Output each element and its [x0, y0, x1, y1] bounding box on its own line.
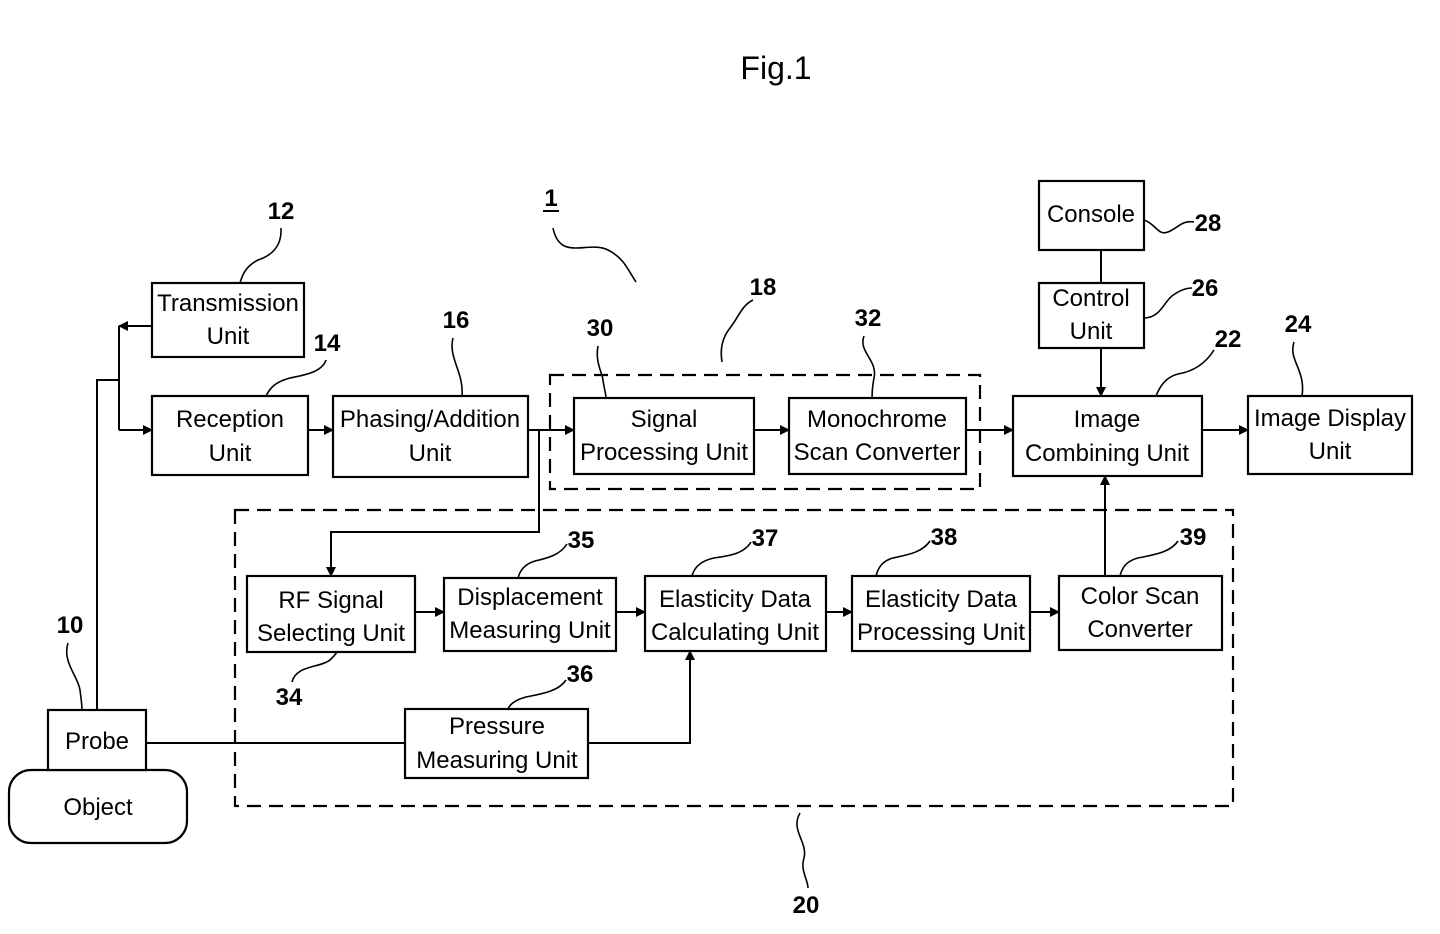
object-block: Object — [9, 770, 187, 843]
svg-text:Unit: Unit — [207, 323, 250, 350]
svg-text:Reception: Reception — [176, 406, 284, 433]
ref-22: 22 — [1156, 326, 1241, 396]
svg-text:Unit: Unit — [1070, 318, 1113, 345]
svg-text:Signal: Signal — [631, 406, 698, 433]
image-display-unit-block: Image Display Unit — [1248, 396, 1412, 474]
svg-text:Measuring Unit: Measuring Unit — [449, 617, 611, 644]
ref-39: 39 — [1120, 524, 1206, 576]
svg-text:Image: Image — [1074, 406, 1141, 433]
elasticity-data-calculating-unit-block: Elasticity Data Calculating Unit — [645, 576, 826, 651]
signal-processing-unit-block: Signal Processing Unit — [574, 398, 754, 474]
figure-title: Fig.1 — [740, 50, 811, 86]
ref-37: 37 — [692, 525, 778, 576]
svg-text:Object: Object — [63, 794, 133, 821]
svg-text:30: 30 — [587, 315, 614, 342]
ref-32: 32 — [855, 305, 882, 398]
svg-text:24: 24 — [1285, 311, 1312, 338]
svg-text:Probe: Probe — [65, 728, 129, 755]
svg-text:35: 35 — [568, 527, 595, 554]
svg-text:28: 28 — [1195, 210, 1222, 237]
image-combining-unit-block: Image Combining Unit — [1013, 396, 1202, 476]
control-unit-block: Control Unit — [1039, 283, 1144, 348]
svg-text:Processing Unit: Processing Unit — [580, 439, 748, 466]
svg-text:Scan Converter: Scan Converter — [794, 439, 961, 466]
ref-26: 26 — [1144, 275, 1218, 318]
probe-to-branch-wire — [97, 380, 119, 710]
svg-text:Measuring Unit: Measuring Unit — [416, 747, 578, 774]
svg-text:37: 37 — [752, 525, 779, 552]
svg-text:39: 39 — [1180, 524, 1207, 551]
svg-text:20: 20 — [793, 892, 820, 919]
ref-35: 35 — [518, 527, 594, 578]
phasing-addition-unit-block: Phasing/Addition Unit — [333, 396, 528, 477]
svg-text:34: 34 — [276, 684, 303, 711]
ref-28: 28 — [1144, 210, 1221, 237]
svg-text:RF Signal: RF Signal — [278, 587, 383, 614]
svg-text:26: 26 — [1192, 275, 1219, 302]
svg-text:Unit: Unit — [409, 440, 452, 467]
displacement-measuring-unit-block: Displacement Measuring Unit — [444, 578, 616, 651]
svg-text:Transmission: Transmission — [157, 290, 299, 317]
pressure-to-calc-arrow — [588, 651, 690, 743]
probe-block: Probe — [48, 710, 146, 770]
svg-text:12: 12 — [268, 198, 295, 225]
monochrome-scan-converter-block: Monochrome Scan Converter — [789, 398, 966, 474]
svg-text:Pressure: Pressure — [449, 713, 545, 740]
transmission-unit-block: Transmission Unit — [152, 283, 304, 357]
ref-38: 38 — [876, 524, 957, 576]
svg-text:38: 38 — [931, 524, 958, 551]
rf-signal-selecting-unit-block: RF Signal Selecting Unit — [247, 576, 415, 652]
svg-text:Elasticity Data: Elasticity Data — [865, 586, 1018, 613]
svg-text:32: 32 — [855, 305, 882, 332]
svg-text:36: 36 — [567, 661, 594, 688]
svg-text:Converter: Converter — [1087, 616, 1192, 643]
svg-text:Selecting Unit: Selecting Unit — [257, 620, 405, 647]
svg-text:14: 14 — [314, 330, 341, 357]
ref-10: 10 — [57, 612, 84, 710]
svg-text:10: 10 — [57, 612, 84, 639]
svg-text:18: 18 — [750, 274, 777, 301]
color-scan-converter-block: Color Scan Converter — [1059, 576, 1222, 650]
ref-number-system: 1 — [544, 185, 557, 212]
ref-18: 18 — [721, 274, 776, 362]
elasticity-data-processing-unit-block: Elasticity Data Processing Unit — [852, 576, 1030, 651]
svg-text:Image Display: Image Display — [1254, 405, 1406, 432]
svg-text:Unit: Unit — [1309, 438, 1352, 465]
pressure-measuring-unit-block: Pressure Measuring Unit — [405, 709, 588, 778]
svg-text:Phasing/Addition: Phasing/Addition — [340, 406, 520, 433]
svg-text:Monochrome: Monochrome — [807, 406, 947, 433]
svg-text:Combining Unit: Combining Unit — [1025, 440, 1189, 467]
reception-unit-block: Reception Unit — [152, 396, 308, 475]
svg-text:Calculating Unit: Calculating Unit — [651, 619, 819, 646]
svg-text:Control: Control — [1052, 285, 1129, 312]
svg-text:Unit: Unit — [209, 440, 252, 467]
system-ref-leader — [553, 228, 636, 282]
svg-text:Displacement: Displacement — [457, 584, 603, 611]
svg-text:22: 22 — [1215, 326, 1242, 353]
ref-20: 20 — [793, 813, 820, 919]
ref-36: 36 — [508, 661, 593, 709]
ref-12: 12 — [240, 198, 294, 283]
svg-text:Color Scan: Color Scan — [1081, 583, 1200, 610]
console-block: Console — [1039, 181, 1144, 250]
ref-24: 24 — [1285, 311, 1312, 396]
svg-text:16: 16 — [443, 307, 470, 334]
svg-text:Processing Unit: Processing Unit — [857, 619, 1025, 646]
ref-16: 16 — [443, 307, 470, 396]
ref-34: 34 — [276, 652, 337, 711]
ref-30: 30 — [587, 315, 614, 398]
svg-text:Elasticity Data: Elasticity Data — [659, 586, 812, 613]
svg-text:Console: Console — [1047, 201, 1135, 228]
